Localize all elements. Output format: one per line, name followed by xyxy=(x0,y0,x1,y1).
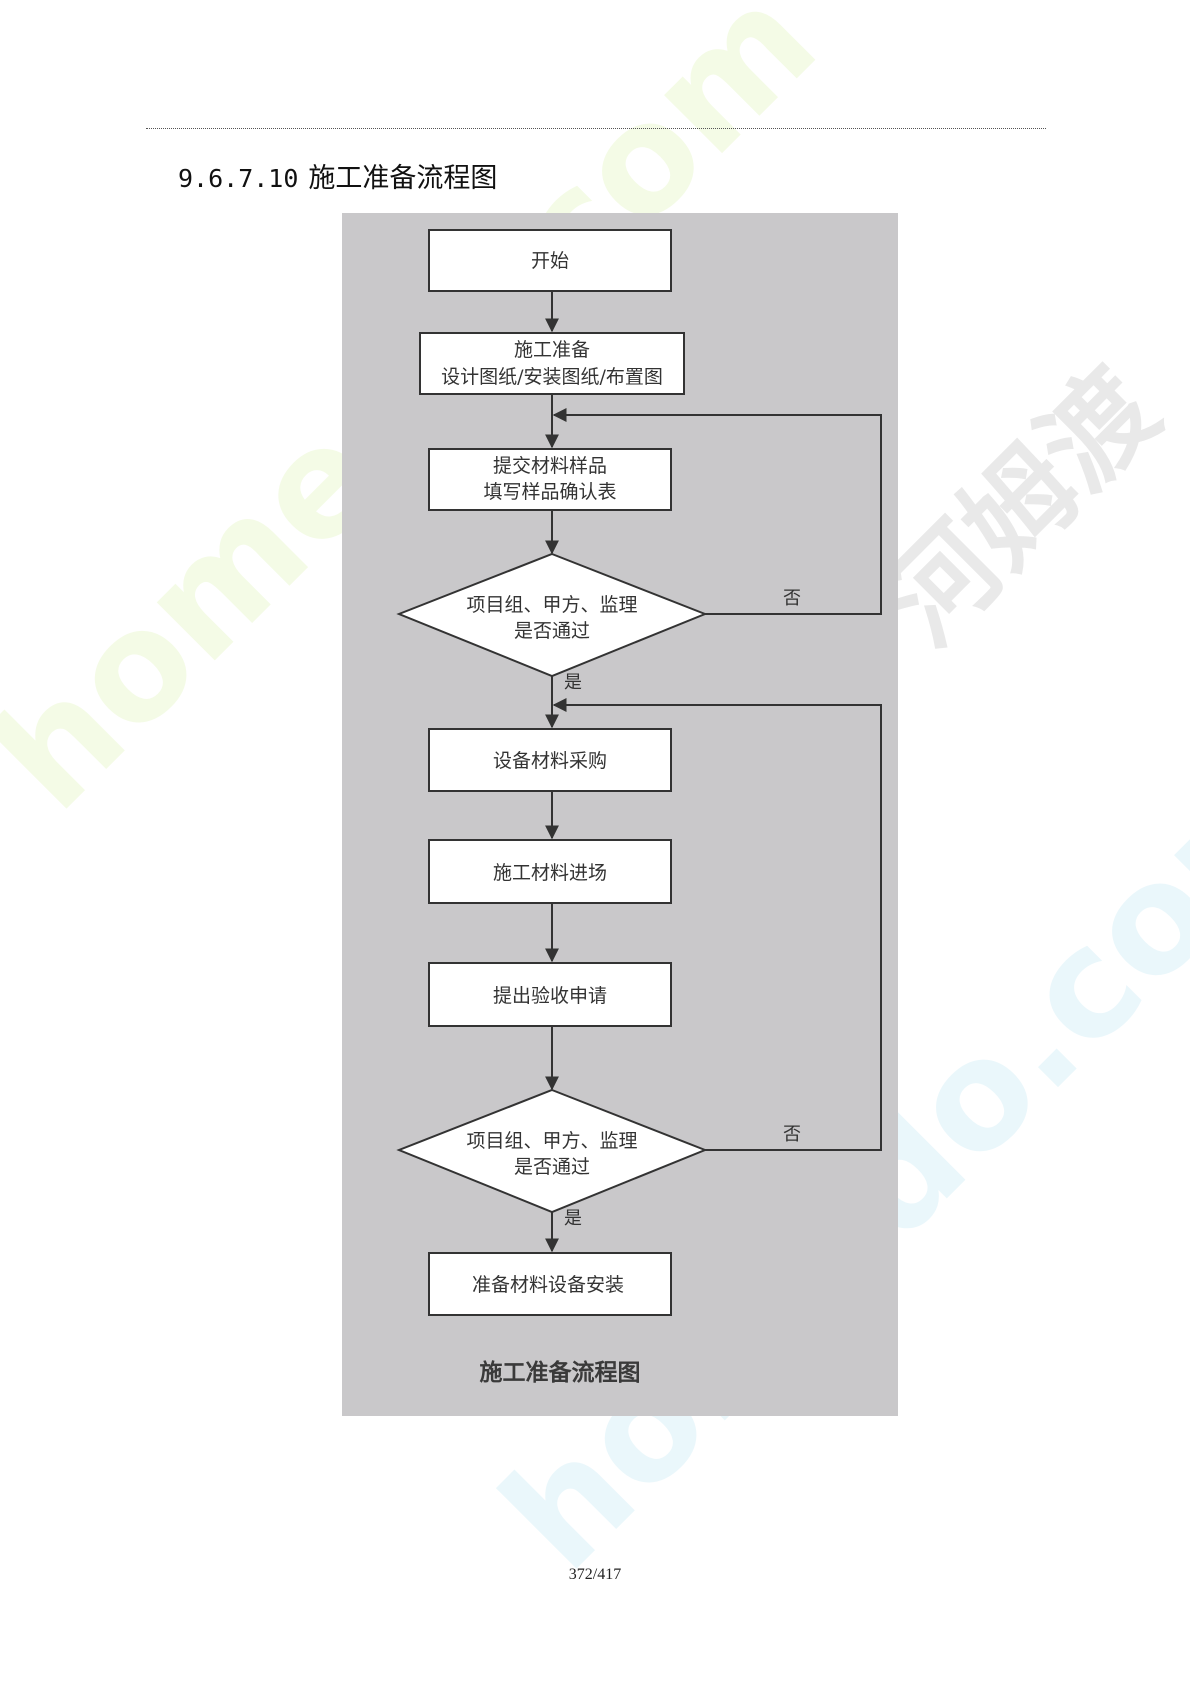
node-install-label: 准备材料设备安装 xyxy=(472,1274,624,1296)
section-number: 9.6.7.10 xyxy=(178,164,299,193)
edge-label-review2-yes: 是 xyxy=(564,1208,582,1229)
node-prep-label-1: 施工准备 xyxy=(514,339,590,361)
edge-review1-no-loop xyxy=(552,408,882,615)
flowchart: 开始 施工准备 设计图纸/安装图纸/布置图 提交材料样品 填写样品确认表 项目组… xyxy=(396,229,882,1386)
node-sample-label-1: 提交材料样品 xyxy=(493,455,607,477)
node-arrive-label: 施工材料进场 xyxy=(493,862,607,884)
node-review2 xyxy=(396,1088,708,1214)
header-rule xyxy=(146,128,1046,129)
node-sample-label-2: 填写样品确认表 xyxy=(483,481,616,503)
node-purchase-label: 设备材料采购 xyxy=(493,750,607,772)
node-review2-label-1: 项目组、甲方、监理 xyxy=(466,1130,637,1152)
node-review1 xyxy=(396,552,708,678)
node-review2-label-2: 是否通过 xyxy=(514,1156,590,1178)
node-prep-label-2: 设计图纸/安装图纸/布置图 xyxy=(441,366,663,388)
node-review1-label-2: 是否通过 xyxy=(514,620,590,642)
node-start-label: 开始 xyxy=(531,250,569,272)
edge-label-review2-no: 否 xyxy=(783,1124,801,1145)
node-inspect-label: 提出验收申请 xyxy=(493,985,607,1007)
node-inspect xyxy=(428,962,672,1027)
page-number: 372/417 xyxy=(568,1566,622,1583)
node-review1-label-1: 项目组、甲方、监理 xyxy=(466,594,637,616)
node-purchase xyxy=(428,728,672,792)
section-heading: 9.6.7.10 施工准备流程图 xyxy=(178,156,497,195)
section-title: 施工准备流程图 xyxy=(308,163,498,194)
node-install xyxy=(428,1252,672,1316)
edge-label-review1-no: 否 xyxy=(783,588,801,609)
node-prep xyxy=(419,332,685,395)
edge-review2-no-loop xyxy=(552,698,882,1151)
flowchart-panel: 开始 施工准备 设计图纸/安装图纸/布置图 提交材料样品 填写样品确认表 项目组… xyxy=(342,213,898,1416)
flowchart-caption: 施工准备流程图 xyxy=(480,1359,641,1386)
node-start xyxy=(428,229,672,292)
edge-label-review1-yes: 是 xyxy=(564,672,582,693)
node-arrive xyxy=(428,839,672,904)
node-sample xyxy=(428,448,672,511)
